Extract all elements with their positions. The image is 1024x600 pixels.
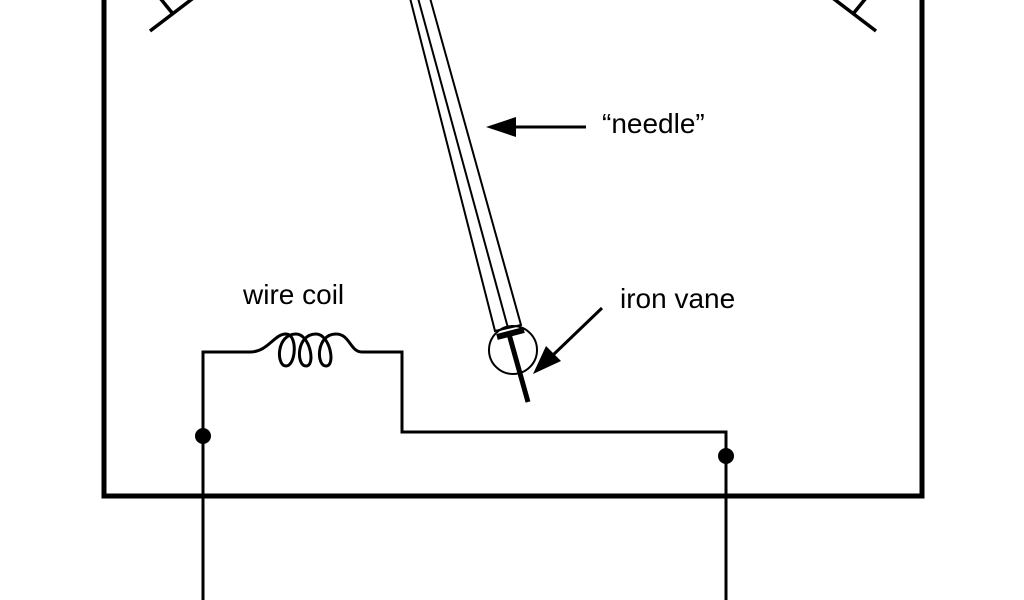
wire-coil-label: wire coil — [242, 279, 344, 310]
iron-vane — [488, 325, 538, 403]
needle-pointer-arrow — [486, 117, 586, 137]
circuit-wiring — [201, 332, 728, 600]
needle-label: “needle” — [602, 108, 705, 139]
pivot-circle — [488, 325, 538, 375]
vane-stem — [506, 333, 531, 403]
terminal-right — [718, 448, 734, 464]
iron-vane-label: iron vane — [620, 283, 735, 314]
wire-coil — [249, 332, 363, 368]
needle — [409, 0, 523, 333]
wire-left-lead — [201, 350, 250, 600]
scale-end-left — [148, 0, 194, 33]
wire-right-lead — [362, 350, 728, 600]
terminal-left — [195, 428, 211, 444]
iron-vane-pointer-arrow — [533, 306, 604, 374]
meter-housing — [101, 0, 925, 499]
scale-end-right — [832, 0, 878, 33]
vane-crossbar — [496, 327, 525, 340]
